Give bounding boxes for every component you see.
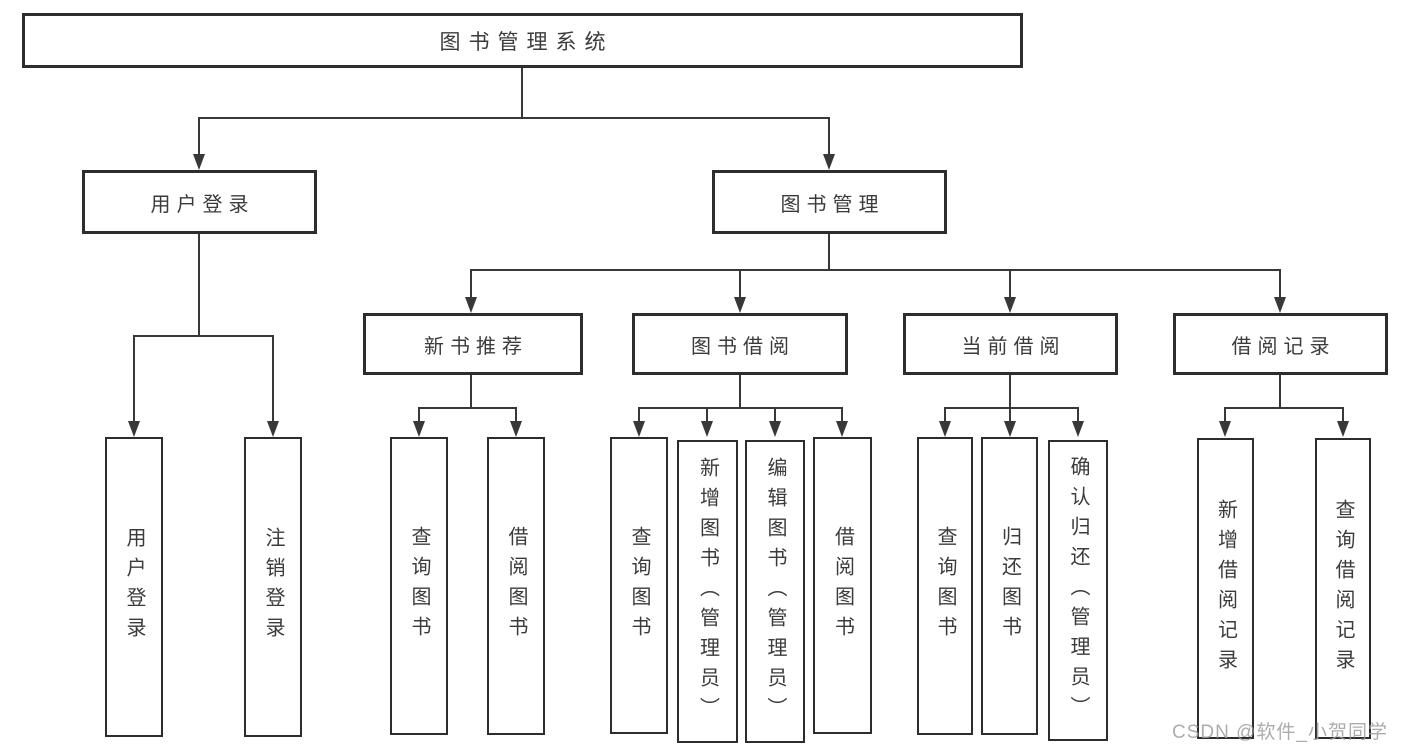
- node-book-management-label: 图书管理: [780, 193, 885, 216]
- connector-line: [515, 408, 517, 422]
- leaf-edit-books-admin-label: 编辑图书（管理员）: [764, 456, 786, 727]
- connector-line: [133, 335, 274, 337]
- connector-line: [1009, 408, 1011, 422]
- leaf-confirm-return-admin: 确认归还（管理员）: [1048, 440, 1108, 741]
- connector-line: [470, 375, 472, 408]
- node-book-management: 图书管理: [712, 170, 947, 234]
- connector-line: [272, 336, 274, 422]
- leaf-logout-label: 注销登录: [262, 527, 284, 647]
- leaf-edit-books-admin: 编辑图书（管理员）: [745, 440, 805, 743]
- node-book-borrow: 图书借阅: [632, 313, 848, 375]
- connector-line: [133, 336, 135, 422]
- arrow-down-icon: [267, 421, 279, 437]
- connector-line: [1279, 375, 1281, 408]
- arrow-down-icon: [734, 297, 746, 313]
- leaf-borrow-books: 借阅图书: [813, 437, 872, 734]
- node-borrow-records-label: 借阅记录: [1231, 335, 1336, 358]
- node-root: 图书管理系统: [22, 13, 1023, 68]
- connector-line: [1224, 407, 1344, 409]
- leaf-borrow-books-recommend: 借阅图书: [487, 437, 545, 735]
- arrow-down-icon: [701, 421, 713, 437]
- arrow-down-icon: [1004, 297, 1016, 313]
- connector-line: [198, 117, 830, 119]
- leaf-confirm-return-admin-label: 确认归还（管理员）: [1067, 455, 1089, 726]
- arrow-down-icon: [633, 421, 645, 437]
- connector-line: [1077, 408, 1079, 422]
- connector-line: [739, 375, 741, 408]
- node-current-borrow: 当前借阅: [903, 313, 1118, 375]
- connector-line: [198, 118, 200, 156]
- arrow-down-icon: [836, 421, 848, 437]
- arrow-down-icon: [1337, 421, 1349, 437]
- connector-line: [944, 407, 1079, 409]
- leaf-query-books-borrow: 查询图书: [610, 437, 668, 734]
- leaf-add-borrow-record-label: 新增借阅记录: [1214, 498, 1237, 679]
- connector-line: [638, 407, 843, 409]
- leaf-query-books-recommend: 查询图书: [390, 437, 448, 735]
- arrow-down-icon: [1072, 421, 1084, 437]
- node-book-borrow-label: 图书借阅: [691, 335, 795, 358]
- arrow-down-icon: [465, 297, 477, 313]
- leaf-borrow-books-label: 借阅图书: [831, 525, 854, 646]
- connector-line: [418, 407, 517, 409]
- watermark-text: CSDN @软件_小贺同学: [1172, 722, 1388, 743]
- connector-line: [774, 408, 776, 422]
- arrow-down-icon: [1219, 421, 1231, 437]
- node-current-borrow-label: 当前借阅: [961, 335, 1066, 358]
- leaf-query-borrow-record: 查询借阅记录: [1315, 438, 1371, 739]
- arrow-down-icon: [939, 421, 951, 437]
- leaf-add-books-admin: 新增图书（管理员）: [677, 440, 738, 743]
- node-root-label: 图书管理系统: [439, 30, 614, 54]
- node-borrow-records: 借阅记录: [1173, 313, 1388, 375]
- connector-line: [944, 408, 946, 422]
- connector-line: [1224, 408, 1226, 422]
- connector-line: [828, 233, 830, 270]
- connector-line: [828, 118, 830, 156]
- connector-line: [1009, 270, 1011, 298]
- leaf-logout: 注销登录: [244, 437, 302, 737]
- leaf-query-borrow-record-label: 查询借阅记录: [1332, 498, 1354, 679]
- leaf-user-login: 用户登录: [105, 437, 163, 737]
- arrow-down-icon: [1274, 297, 1286, 313]
- connector-line: [1342, 408, 1344, 422]
- connector-line: [841, 408, 843, 422]
- connector-line: [1279, 270, 1281, 298]
- leaf-add-borrow-record: 新增借阅记录: [1197, 438, 1254, 739]
- node-new-book-recommend-label: 新书推荐: [424, 335, 528, 358]
- connector-line: [706, 408, 708, 422]
- connector-line: [1009, 375, 1011, 408]
- leaf-add-books-admin-label: 新增图书（管理员）: [696, 456, 719, 727]
- connector-line: [638, 408, 640, 422]
- leaf-query-books-current-label: 查询图书: [934, 526, 956, 646]
- arrow-down-icon: [769, 421, 781, 437]
- node-user-login-label: 用户登录: [150, 193, 255, 216]
- connector-line: [418, 408, 420, 422]
- arrow-down-icon: [1004, 421, 1016, 437]
- arrow-down-icon: [193, 154, 205, 170]
- arrow-down-icon: [823, 154, 835, 170]
- arrow-down-icon: [510, 421, 522, 437]
- connector-line: [470, 269, 1281, 271]
- connector-line: [521, 68, 523, 118]
- leaf-query-books-current: 查询图书: [917, 437, 973, 735]
- leaf-borrow-books-recommend-label: 借阅图书: [505, 526, 527, 646]
- leaf-return-books-label: 归还图书: [998, 526, 1021, 646]
- connector-line: [470, 270, 472, 298]
- arrow-down-icon: [128, 421, 140, 437]
- connector-line: [198, 233, 200, 336]
- leaf-query-books-borrow-label: 查询图书: [628, 525, 650, 646]
- leaf-query-books-recommend-label: 查询图书: [408, 526, 430, 646]
- connector-line: [739, 270, 741, 298]
- node-user-login: 用户登录: [82, 170, 317, 234]
- leaf-return-books: 归还图书: [981, 437, 1038, 735]
- node-new-book-recommend: 新书推荐: [363, 313, 583, 375]
- leaf-user-login-label: 用户登录: [123, 527, 145, 647]
- arrow-down-icon: [413, 421, 425, 437]
